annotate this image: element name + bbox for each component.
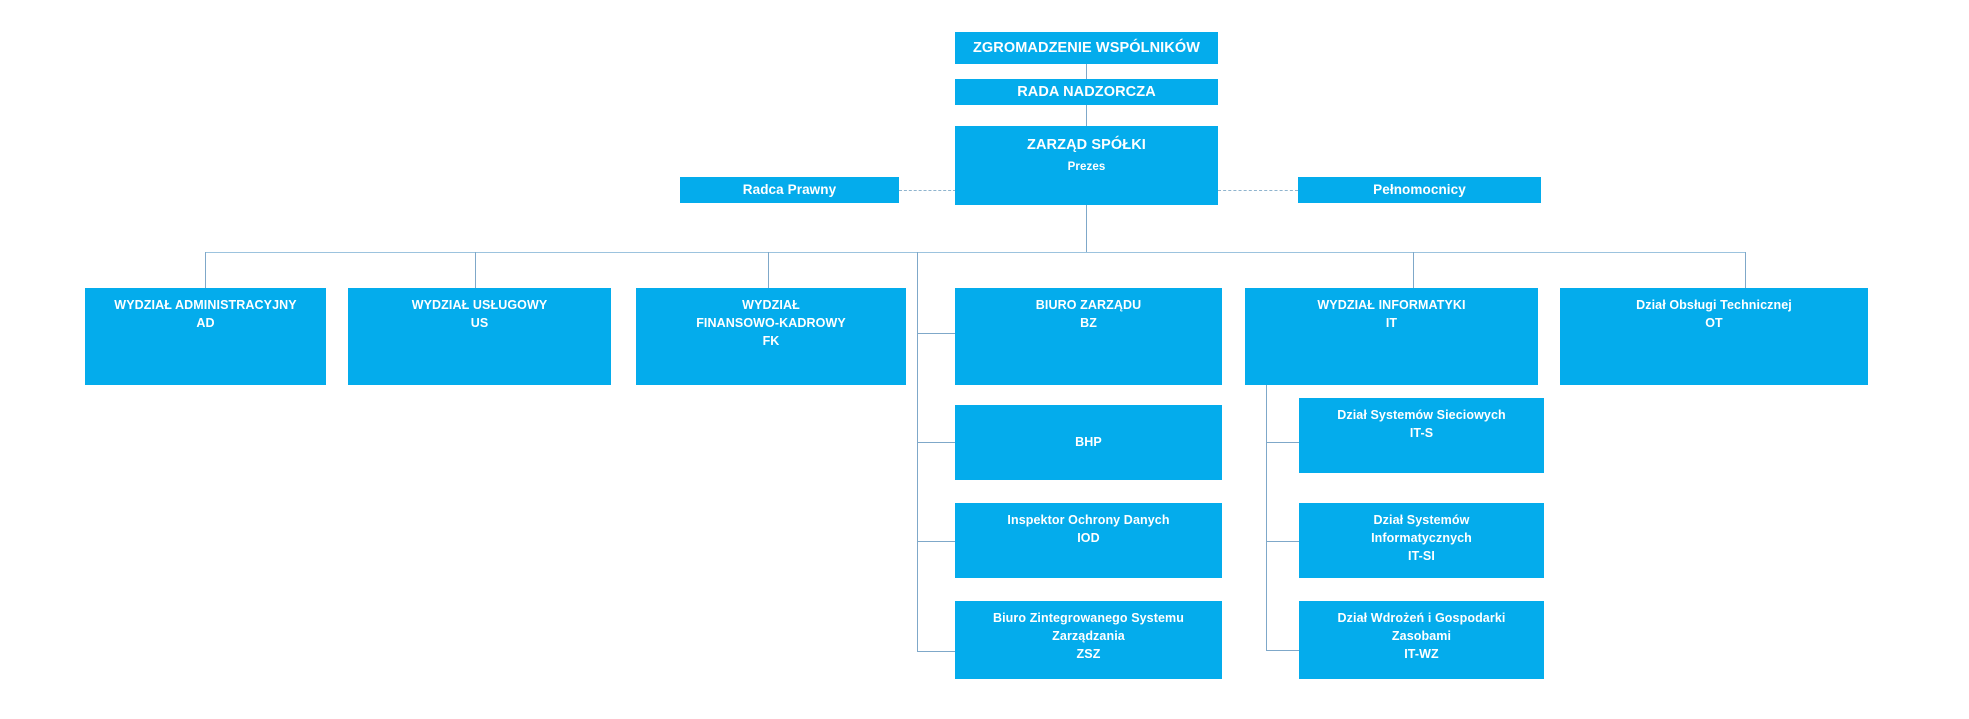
connector-it-stub-network — [1266, 442, 1299, 443]
node-proxies[interactable]: Pełnomocnicy — [1298, 177, 1541, 203]
node-title-line1: Biuro Zintegrowanego Systemu — [992, 611, 1184, 625]
connector-bz-spine — [917, 288, 918, 651]
connector-it-stub-deployment — [1266, 650, 1299, 651]
connector-it-spine — [1266, 385, 1267, 650]
node-title: BHP — [1075, 434, 1102, 449]
node-title-line2: Zarządzania — [1052, 628, 1125, 643]
node-dept-services[interactable]: WYDZIAŁ USŁUGOWY US — [348, 288, 611, 385]
node-legal-counsel[interactable]: Radca Prawny — [680, 177, 899, 203]
node-shareholders-meeting[interactable]: ZGROMADZENIE WSPÓLNIKÓW — [955, 32, 1218, 64]
node-title-line1: Dział Systemów — [1373, 513, 1470, 527]
node-title: ZARZĄD SPÓŁKI — [1027, 137, 1146, 153]
node-code: IT-S — [1409, 425, 1434, 440]
node-integrated-system[interactable]: Biuro Zintegrowanego Systemu Zarządzania… — [955, 601, 1222, 679]
node-title: WYDZIAŁ USŁUGOWY — [411, 298, 548, 312]
connector-drop-office-board — [917, 252, 918, 288]
node-dept-finance[interactable]: WYDZIAŁ FINANSOWO-KADROWY FK — [636, 288, 906, 385]
node-title: WYDZIAŁ ADMINISTRACYJNY — [114, 298, 297, 312]
node-code: BZ — [1080, 315, 1097, 330]
node-code: IT-WZ — [1404, 646, 1439, 661]
connector-board-to-management — [1086, 104, 1087, 126]
node-code: IOD — [1077, 530, 1100, 545]
node-it-network[interactable]: Dział Systemów Sieciowych IT-S — [1299, 398, 1544, 473]
connector-proxies-dashed — [1218, 190, 1298, 191]
node-bhp[interactable]: BHP — [955, 405, 1222, 480]
node-dept-admin[interactable]: WYDZIAŁ ADMINISTRACYJNY AD — [85, 288, 326, 385]
connector-main-bus — [205, 252, 1745, 254]
connector-drop-admin — [205, 252, 206, 288]
connector-management-drop — [1086, 205, 1087, 253]
node-it-deployment[interactable]: Dział Wdrożeń i Gospodarki Zasobami IT-W… — [1299, 601, 1544, 679]
node-data-protection[interactable]: Inspektor Ochrony Danych IOD — [955, 503, 1222, 578]
node-title: BIURO ZARZĄDU — [1035, 298, 1142, 312]
connector-bz-stub-zsz — [917, 651, 955, 652]
node-title-line2: Informatycznych — [1371, 530, 1472, 545]
node-title-line1: WYDZIAŁ — [742, 298, 800, 312]
connector-drop-technical — [1745, 252, 1746, 288]
node-code: ZSZ — [1076, 646, 1101, 661]
node-title-line2: Zasobami — [1391, 628, 1452, 643]
node-code: IT-SI — [1408, 548, 1435, 563]
node-title: Dział Systemów Sieciowych — [1337, 408, 1506, 422]
node-title-line2: FINANSOWO-KADROWY — [696, 315, 846, 330]
connector-drop-services — [475, 252, 476, 288]
node-it-systems[interactable]: Dział Systemów Informatycznych IT-SI — [1299, 503, 1544, 578]
connector-bz-stub-bhp — [917, 442, 955, 443]
node-dept-technical[interactable]: Dział Obsługi Technicznej OT — [1560, 288, 1868, 385]
node-title: RADA NADZORCZA — [1017, 83, 1156, 100]
node-title: WYDZIAŁ INFORMATYKI — [1317, 298, 1466, 312]
node-subtitle: Prezes — [1067, 160, 1106, 173]
node-title: Inspektor Ochrony Danych — [1007, 513, 1170, 527]
node-management-board[interactable]: ZARZĄD SPÓŁKI Prezes — [955, 126, 1218, 205]
connector-drop-finance — [768, 252, 769, 288]
node-code: FK — [762, 333, 780, 348]
connector-bz-stub-iod — [917, 541, 955, 542]
connector-legal-counsel-dashed — [899, 190, 956, 191]
connector-bz-stub-main — [917, 333, 955, 334]
node-code: IT — [1385, 315, 1398, 330]
node-code: AD — [196, 315, 215, 330]
node-title: ZGROMADZENIE WSPÓLNIKÓW — [972, 39, 1201, 56]
node-title-line1: Dział Wdrożeń i Gospodarki — [1337, 611, 1506, 625]
node-title: Radca Prawny — [742, 182, 837, 198]
connector-shareholders-to-board — [1086, 64, 1087, 90]
node-title: Pełnomocnicy — [1373, 182, 1466, 198]
node-code: OT — [1705, 315, 1723, 330]
node-supervisory-board[interactable]: RADA NADZORCZA — [955, 79, 1218, 105]
node-office-board[interactable]: BIURO ZARZĄDU BZ — [955, 288, 1222, 385]
node-dept-it[interactable]: WYDZIAŁ INFORMATYKI IT — [1245, 288, 1538, 385]
connector-drop-it — [1413, 252, 1414, 288]
connector-it-stub-systems — [1266, 541, 1299, 542]
node-code: US — [470, 315, 489, 330]
node-title: Dział Obsługi Technicznej — [1636, 298, 1792, 312]
